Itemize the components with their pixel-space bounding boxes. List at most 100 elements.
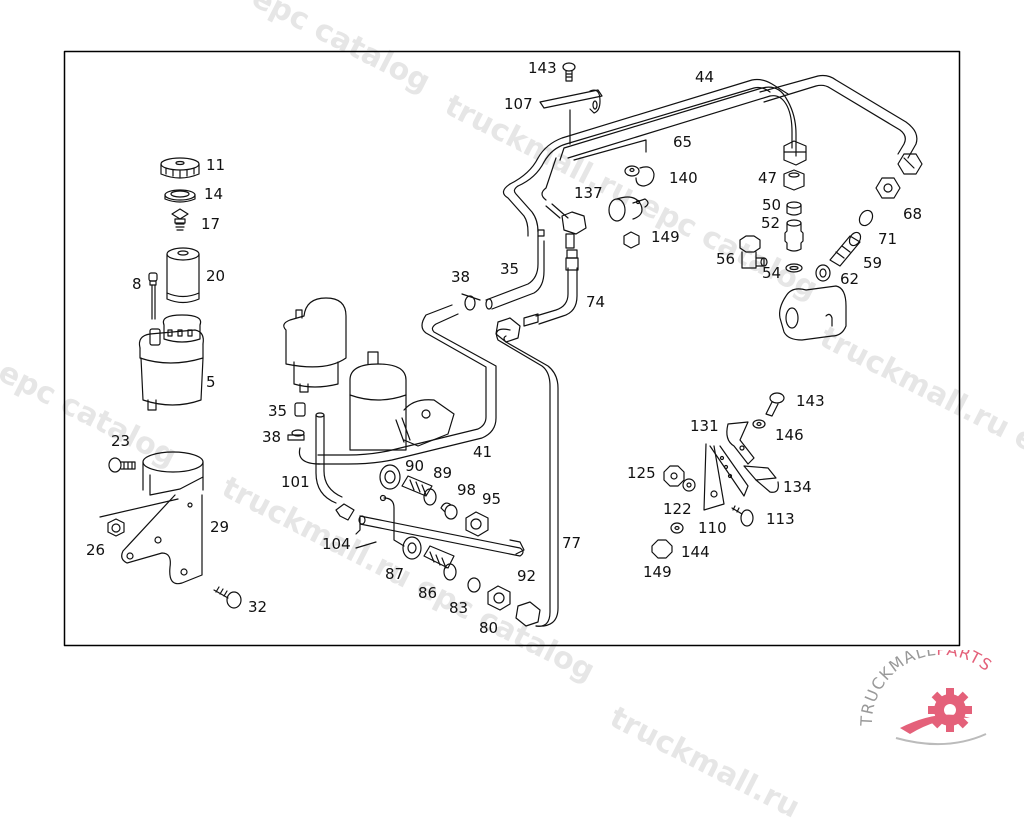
callout-74: 74 (586, 293, 606, 311)
bolt-32 (213, 586, 242, 609)
callout-90: 90 (405, 457, 425, 475)
ring-71 (858, 209, 874, 227)
callout-143-top: 143 (528, 59, 557, 77)
callout-131: 131 (690, 417, 719, 435)
logo-text-truckmall: TRUCKMALL (857, 650, 937, 727)
clamp-131 (726, 421, 755, 465)
callout-8: 8 (132, 275, 142, 293)
callout-35-cap: 35 (268, 402, 288, 420)
ring-83 (467, 577, 481, 593)
union-nut-80 (487, 585, 511, 611)
ring-98 (440, 502, 458, 520)
callout-95: 95 (482, 490, 502, 508)
fitting-52 (784, 219, 804, 252)
clamp-134 (743, 465, 779, 493)
power-steering-pump (283, 297, 347, 393)
valve-56 (739, 235, 768, 269)
swoosh-icon (900, 714, 970, 734)
callout-65: 65 (673, 133, 693, 151)
callout-44: 44 (695, 68, 715, 86)
callout-59: 59 (863, 254, 883, 272)
callout-54: 54 (762, 264, 782, 282)
callout-35: 35 (500, 260, 520, 278)
callout-38: 38 (451, 268, 471, 286)
callout-32: 32 (248, 598, 268, 616)
washer-146 (752, 419, 766, 429)
banjo-fitting-89 (401, 475, 437, 506)
callout-98: 98 (457, 481, 477, 499)
callout-140: 140 (669, 169, 698, 187)
logo-text-parts: PARTS (936, 650, 996, 675)
cap-35 (294, 402, 306, 417)
callout-144: 144 (681, 543, 710, 561)
washer-144 (670, 522, 684, 534)
seal-ring-62 (815, 264, 831, 282)
callout-80: 80 (479, 619, 499, 637)
callout-149-top: 149 (651, 228, 680, 246)
line-44 (502, 74, 918, 237)
spring-17 (171, 208, 189, 231)
union-nut-47 (783, 169, 805, 191)
seal-ring-90 (379, 464, 401, 490)
line-65 (541, 157, 587, 249)
gear-icon (928, 688, 972, 732)
callout-29: 29 (210, 518, 230, 536)
callout-23: 23 (111, 432, 131, 450)
callout-14: 14 (204, 185, 224, 203)
clamp-137 (608, 196, 649, 222)
clamp-38 (287, 429, 305, 441)
callout-52: 52 (761, 214, 781, 232)
callout-86: 86 (418, 584, 438, 602)
callout-122: 122 (663, 500, 692, 518)
hose-35 (485, 229, 545, 310)
callout-77: 77 (562, 534, 582, 552)
callout-11: 11 (206, 156, 226, 174)
line-104 (355, 494, 525, 557)
hose-74 (523, 249, 579, 327)
bolt-113 (731, 505, 754, 527)
parts-drawing (63, 50, 961, 647)
screw-143b (765, 392, 785, 417)
nut-125 (663, 465, 685, 487)
return-line-41 (317, 304, 497, 465)
callout-71: 71 (878, 230, 898, 248)
callout-92: 92 (517, 567, 537, 585)
callout-87: 87 (385, 565, 405, 583)
seal-ring-14 (164, 189, 196, 203)
filter-element-20 (166, 247, 200, 304)
bracket-110 (703, 443, 749, 511)
callout-83: 83 (449, 599, 469, 617)
callout-113: 113 (766, 510, 795, 528)
union-nut-line-end (897, 153, 923, 175)
callout-104: 104 (322, 535, 351, 553)
reservoir-cap-11 (160, 157, 200, 179)
callout-146: 146 (775, 426, 804, 444)
callout-137: 137 (574, 184, 603, 202)
callout-149-bottom: 149 (643, 563, 672, 581)
clamp-38b (461, 293, 481, 311)
pump-housing (779, 285, 847, 341)
union-nut-95 (465, 511, 489, 537)
callout-125: 125 (627, 464, 656, 482)
bracket-107 (539, 89, 603, 145)
callout-20: 20 (206, 267, 226, 285)
diagram-frame (63, 50, 961, 647)
reservoir-bracket-29 (99, 451, 204, 585)
callout-62: 62 (840, 270, 860, 288)
callout-38-clamp: 38 (262, 428, 282, 446)
bolt-23 (108, 457, 136, 473)
swoosh-shadow-icon (895, 733, 987, 746)
fitting-86 (423, 545, 457, 581)
nut-149 (623, 231, 640, 249)
callout-47: 47 (758, 169, 778, 187)
nut-149b (651, 539, 673, 559)
ring-50 (786, 201, 802, 216)
seal-ring-87 (402, 536, 422, 560)
callout-56: 56 (716, 250, 736, 268)
clamp-140 (624, 165, 655, 187)
steering-gear-box (349, 351, 455, 451)
callout-41: 41 (473, 443, 493, 461)
callout-101: 101 (281, 473, 310, 491)
callout-143-bottom: 143 (796, 392, 825, 410)
